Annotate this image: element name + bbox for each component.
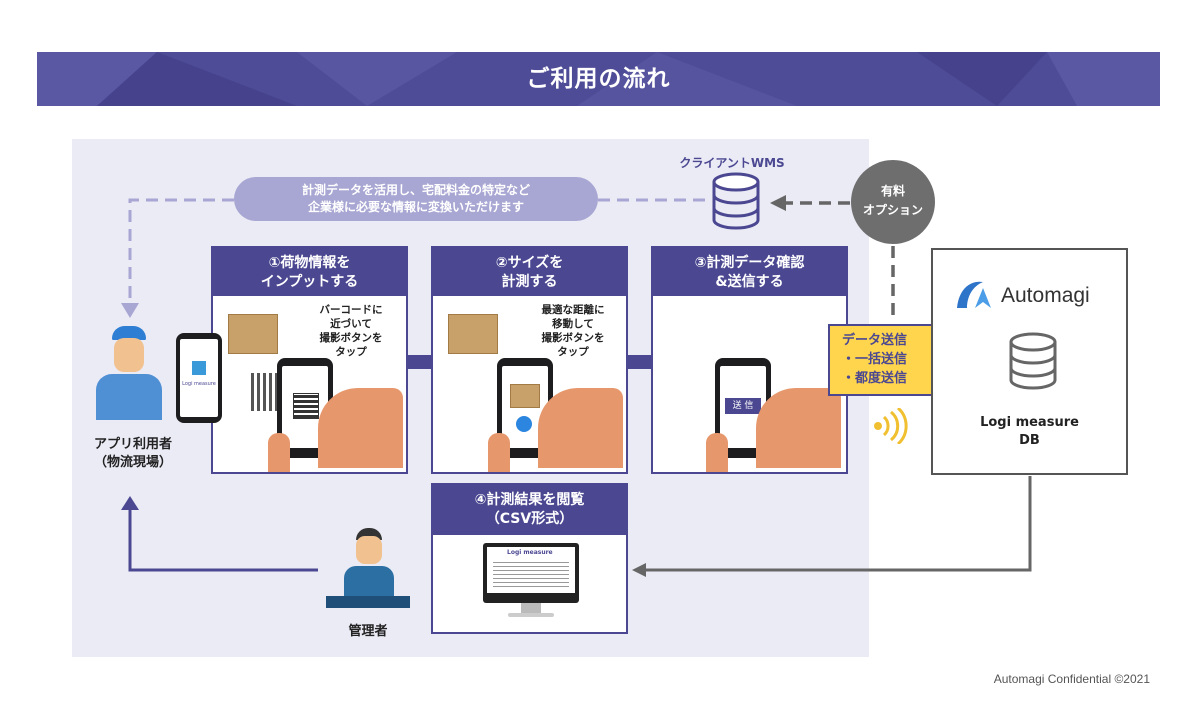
step-1-title-line1: ①荷物情報を: [268, 255, 351, 271]
info-note: 計測データを活用し、宅配料金の特定など 企業様に必要な情報に変換いただけます: [234, 177, 598, 221]
cap-icon: [112, 326, 146, 340]
step-1-card: ①荷物情報を インプットする バーコードに 近づいて 撮影ボタンを タップ: [211, 246, 408, 474]
step-1-note: バーコードに 近づいて 撮影ボタンを タップ: [301, 303, 401, 359]
confidential-footer: Automagi Confidential ©2021: [993, 672, 1150, 686]
info-note-line1: 計測データを活用し、宅配料金の特定など: [301, 183, 530, 197]
step-2-title: ②サイズを 計測する: [433, 248, 626, 296]
banner-pattern: [37, 52, 1160, 106]
step-2-title-line2: 計測する: [501, 274, 558, 290]
step-3-card: ③計測データ確認 &送信する 送 信: [651, 246, 848, 474]
worker-icon: [92, 322, 164, 420]
database-icon: [712, 172, 760, 230]
admin-icon: [326, 528, 410, 612]
step-1-note-line1: バーコードに: [319, 304, 383, 316]
thumb-icon: [706, 433, 728, 472]
page-title: ご利用の流れ: [526, 66, 671, 92]
data-send-line3: ・都度送信: [842, 371, 908, 386]
info-note-line2: 企業様に必要な情報に変換いただけます: [307, 200, 524, 214]
body-icon: [96, 374, 162, 420]
hand-icon: [318, 388, 403, 468]
step-1-note-line4: タップ: [335, 346, 367, 358]
step-1-note-line2: 近づいて: [330, 318, 372, 330]
thumb-icon: [268, 433, 290, 472]
step-3-title: ③計測データ確認 &送信する: [653, 248, 846, 296]
db-label-line1: Logi measure: [980, 415, 1079, 430]
db-label-line2: DB: [1019, 433, 1040, 448]
client-wms-label: クライアントWMS: [679, 156, 785, 170]
wireless-icon: [874, 408, 908, 444]
monitor-base-icon: [508, 613, 554, 617]
database-icon: [1009, 332, 1057, 390]
hand-icon: [756, 388, 841, 468]
face-icon: [114, 338, 144, 372]
title-banner: ご利用の流れ: [37, 52, 1160, 106]
step-3-title-line1: ③計測データ確認: [694, 255, 805, 271]
db-label: Logi measure DB: [933, 414, 1126, 450]
step-2-card: ②サイズを 計測する 最適な距離に 移動して 撮影ボタンを タップ: [431, 246, 628, 474]
step-2-note: 最適な距離に 移動して 撮影ボタンを タップ: [521, 303, 625, 359]
face-icon: [356, 536, 382, 564]
paid-option-line1: 有料: [880, 184, 905, 198]
admin-label: 管理者: [348, 624, 388, 639]
step-2-note-line3: 撮影ボタンを: [541, 332, 605, 344]
qr-code-icon: [251, 373, 281, 411]
app-user-label: アプリ利用者 （物流現場）: [68, 436, 198, 472]
paid-option-badge: 有料 オプション: [851, 160, 935, 244]
send-button: 送 信: [725, 398, 761, 414]
step-1-note-line3: 撮影ボタンを: [319, 332, 383, 344]
monitor-icon: Logi measure: [483, 543, 579, 603]
app-logo-icon: [192, 361, 206, 375]
desk-icon: [326, 596, 410, 608]
automagi-logo-icon: [957, 281, 991, 308]
hand-icon: [538, 388, 623, 468]
app-logo-label: Logi measure: [182, 381, 216, 387]
step-2-note-line2: 移動して: [552, 318, 594, 330]
step-2-note-line1: 最適な距離に: [541, 304, 605, 316]
package-icon: [448, 314, 498, 354]
step-4-title: ④計測結果を閲覧 （CSV形式）: [433, 485, 626, 535]
capture-button-icon: [516, 416, 532, 432]
logi-measure-db-box: Automagi Logi measure DB: [931, 248, 1128, 475]
step-3-title-line2: &送信する: [715, 274, 784, 290]
package-icon: [228, 314, 278, 354]
thumb-icon: [488, 433, 510, 472]
monitor-stand-icon: [521, 603, 541, 613]
app-phone-icon: Logi measure: [176, 333, 222, 423]
automagi-logo-text: Automagi: [1001, 284, 1090, 307]
data-send-line1: データ送信: [842, 333, 908, 348]
app-user-line1: アプリ利用者: [93, 437, 172, 452]
data-send-line2: ・一括送信: [842, 352, 908, 367]
step-1-title: ①荷物情報を インプットする: [213, 248, 406, 296]
step-2-title-line1: ②サイズを: [495, 255, 564, 271]
suit-icon: [344, 566, 394, 596]
qr-code-icon: [293, 393, 319, 419]
app-user-line2: （物流現場）: [93, 455, 172, 470]
step-1-title-line2: インプットする: [260, 274, 359, 290]
step-2-note-line4: タップ: [557, 346, 589, 358]
step-4-card: ④計測結果を閲覧 （CSV形式） Logi measure: [431, 483, 628, 634]
monitor-app-label: Logi measure: [507, 549, 553, 556]
package-icon: [510, 384, 540, 408]
step-4-title-line2: （CSV形式）: [485, 511, 574, 527]
csv-table-icon: [493, 561, 569, 587]
step-4-title-line1: ④計測結果を閲覧: [474, 492, 585, 508]
paid-option-line2: オプション: [862, 203, 923, 217]
